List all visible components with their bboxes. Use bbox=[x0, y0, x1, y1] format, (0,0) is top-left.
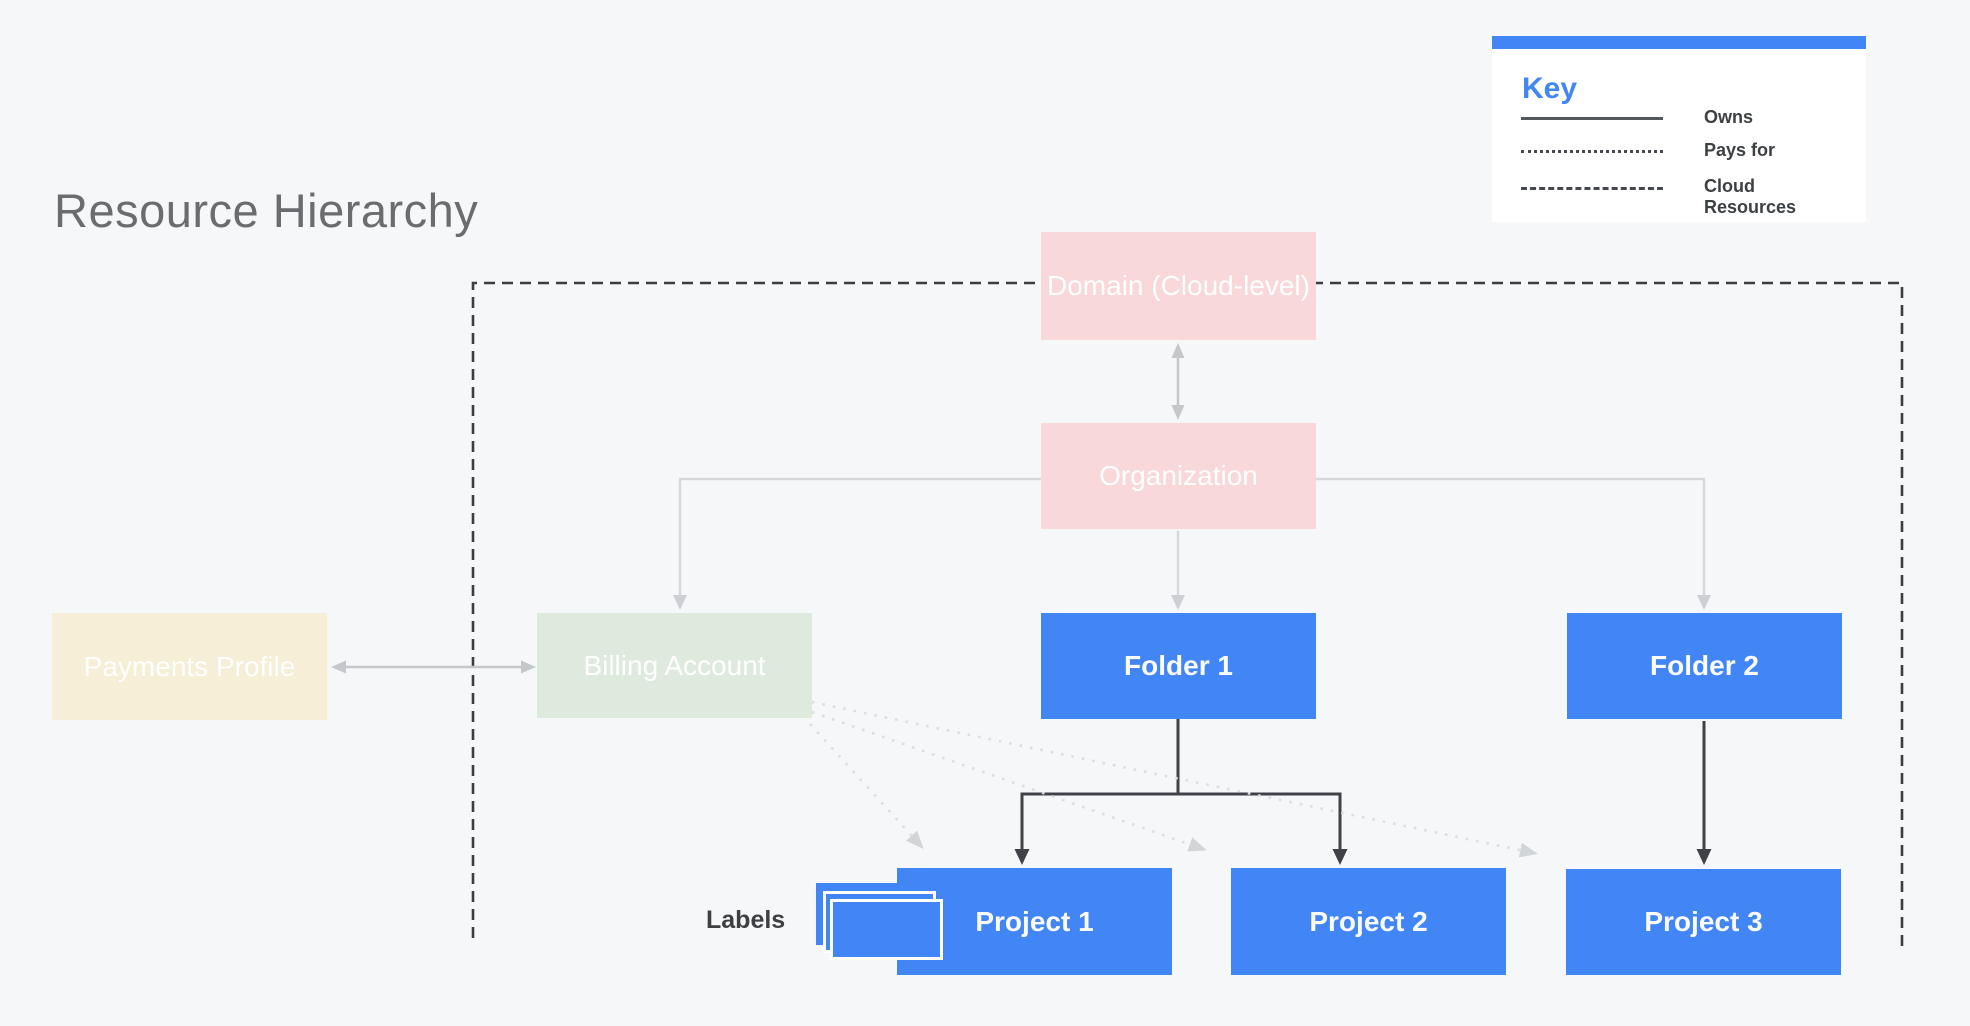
legend-pays-for-label: Pays for bbox=[1704, 140, 1776, 160]
legend-dashed-line-sample bbox=[1521, 187, 1663, 190]
legend: Key Owns Pays for Cloud Resources bbox=[1492, 36, 1866, 222]
legend-accent-bar bbox=[1492, 36, 1866, 49]
node-domain-label: Domain (Cloud-level) bbox=[1047, 270, 1310, 301]
edge-organization-billing bbox=[673, 477, 1041, 610]
legend-cloud-resources-label: Cloud Resources bbox=[1704, 176, 1797, 217]
node-folder-1-label: Folder 1 bbox=[1124, 650, 1233, 681]
labels-annotation: Labels bbox=[706, 906, 786, 934]
edge-folder1-projects bbox=[1014, 792, 1348, 865]
legend-dotted-line-sample bbox=[1521, 150, 1663, 153]
node-folder-1: Folder 1 bbox=[1041, 613, 1316, 719]
node-domain: Domain (Cloud-level) bbox=[1041, 232, 1316, 340]
legend-solid-line-sample bbox=[1521, 117, 1663, 120]
node-organization-label: Organization bbox=[1099, 460, 1258, 491]
edge-billing-project1-dotted bbox=[809, 723, 924, 849]
node-payments-profile-label: Payments Profile bbox=[83, 650, 296, 682]
node-folder-2: Folder 2 bbox=[1567, 613, 1842, 719]
node-billing-account-label: Billing Account bbox=[583, 649, 766, 681]
node-project-3-label: Project 3 bbox=[1644, 906, 1763, 937]
edge-billing-project3-dotted bbox=[811, 700, 1538, 858]
node-organization: Organization bbox=[1041, 423, 1316, 529]
node-project-2: Project 2 bbox=[1231, 868, 1506, 975]
edge-billing-project2-dotted bbox=[811, 710, 1207, 852]
page-title: Resource Hierarchy bbox=[54, 184, 479, 237]
node-folder-2-label: Folder 2 bbox=[1650, 650, 1759, 681]
node-project-3: Project 3 bbox=[1566, 869, 1841, 975]
legend-title: Key bbox=[1522, 72, 1578, 105]
labels-icon bbox=[830, 899, 943, 960]
legend-owns-label: Owns bbox=[1704, 107, 1754, 127]
node-payments-profile: Payments Profile bbox=[52, 613, 327, 720]
node-project-2-label: Project 2 bbox=[1309, 905, 1428, 937]
edge-organization-folder2 bbox=[1316, 477, 1711, 610]
node-project-1-label: Project 1 bbox=[975, 905, 1094, 937]
node-billing-account: Billing Account bbox=[537, 613, 812, 718]
